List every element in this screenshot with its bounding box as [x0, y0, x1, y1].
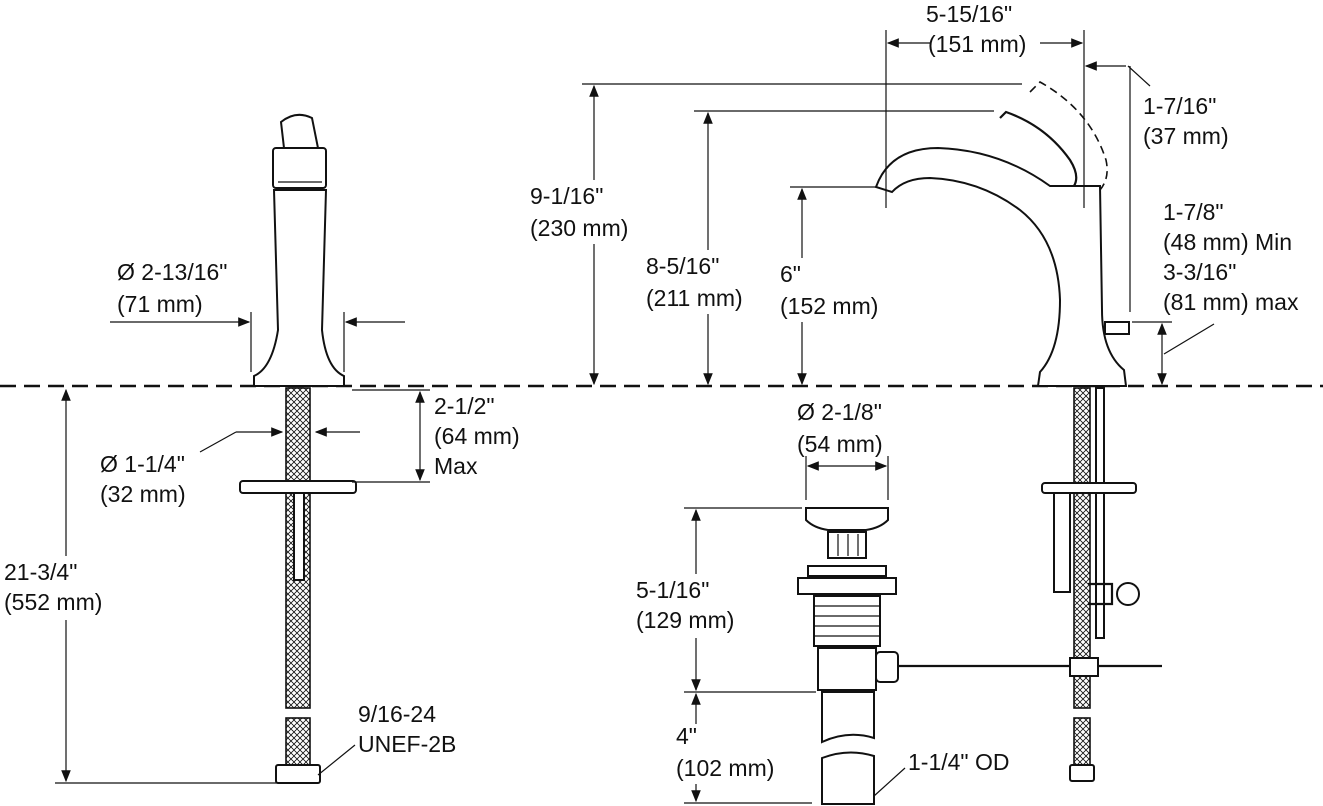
tailpiece-od-label: 1-1/4" OD	[908, 749, 1009, 775]
svg-text:(552 mm): (552 mm)	[4, 589, 102, 615]
popup-clearance-dim: 1-7/8" (48 mm) Min 3-3/16" (81 mm) max	[1132, 199, 1299, 386]
side-view-faucet	[874, 81, 1140, 782]
shank-diameter-dim: Ø 1-1/4" (32 mm)	[100, 427, 360, 507]
svg-text:(129 mm): (129 mm)	[636, 607, 734, 633]
drain-diameter-dim: Ø 2-1/8" (54 mm)	[797, 399, 889, 500]
drain-diameter-label: Ø 2-1/8"	[797, 399, 882, 425]
svg-text:(54 mm): (54 mm)	[797, 431, 883, 457]
handle-height-dim: 8-5/16" (211 mm)	[644, 110, 994, 386]
supply-length-dim: 21-3/4" (552 mm)	[2, 388, 280, 784]
thread-label: 9/16-24	[358, 701, 436, 727]
drain-height-label: 5-1/16"	[636, 577, 709, 603]
svg-text:(32 mm): (32 mm)	[100, 481, 186, 507]
front-view-faucet	[239, 113, 357, 784]
max-deck-label: 2-1/2"	[434, 393, 495, 419]
svg-text:UNEF-2B: UNEF-2B	[358, 731, 456, 757]
tailpiece-length-dim: 4" (102 mm)	[674, 692, 812, 804]
spout-reach-dim: 5-15/16" (151 mm)	[885, 1, 1085, 208]
base-diameter-dim: Ø 2-13/16" (71 mm)	[110, 259, 405, 372]
svg-text:(64 mm): (64 mm)	[434, 423, 520, 449]
svg-text:Max: Max	[434, 453, 478, 479]
svg-text:(151 mm): (151 mm)	[928, 31, 1026, 57]
overall-height-label: 9-1/16"	[530, 183, 603, 209]
svg-text:3-3/16": 3-3/16"	[1163, 259, 1236, 285]
thread-callout: 9/16-24 UNEF-2B	[317, 701, 456, 776]
base-diameter-label: Ø 2-13/16"	[117, 259, 227, 285]
drain-height-dim: 5-1/16" (129 mm)	[634, 507, 816, 693]
svg-text:(81 mm) max: (81 mm) max	[1163, 289, 1299, 315]
overall-height-dim: 9-1/16" (230 mm)	[528, 83, 1022, 386]
handle-travel-label: 1-7/16"	[1143, 93, 1216, 119]
handle-height-label: 8-5/16"	[646, 253, 719, 279]
svg-text:(102 mm): (102 mm)	[676, 755, 774, 781]
handle-travel-dim: 1-7/16" (37 mm)	[1084, 61, 1229, 312]
spout-height-dim: 6" (152 mm)	[778, 186, 896, 386]
svg-text:(152 mm): (152 mm)	[780, 293, 878, 319]
svg-text:(230 mm): (230 mm)	[530, 215, 628, 241]
tailpiece-od-callout: 1-1/4" OD	[873, 749, 1009, 797]
svg-text:(48 mm) Min: (48 mm) Min	[1163, 229, 1292, 255]
popup-drain	[797, 507, 1162, 805]
popup-clearance-label: 1-7/8"	[1163, 199, 1224, 225]
max-deck-dim: 2-1/2" (64 mm) Max	[352, 389, 520, 483]
tailpiece-length-label: 4"	[676, 723, 697, 749]
svg-text:(37 mm): (37 mm)	[1143, 123, 1229, 149]
spout-height-label: 6"	[780, 261, 801, 287]
shank-diameter-label: Ø 1-1/4"	[100, 451, 185, 477]
supply-length-label: 21-3/4"	[4, 559, 77, 585]
spout-reach-label: 5-15/16"	[926, 1, 1012, 27]
svg-text:(71 mm): (71 mm)	[117, 291, 203, 317]
svg-text:(211 mm): (211 mm)	[646, 285, 743, 311]
